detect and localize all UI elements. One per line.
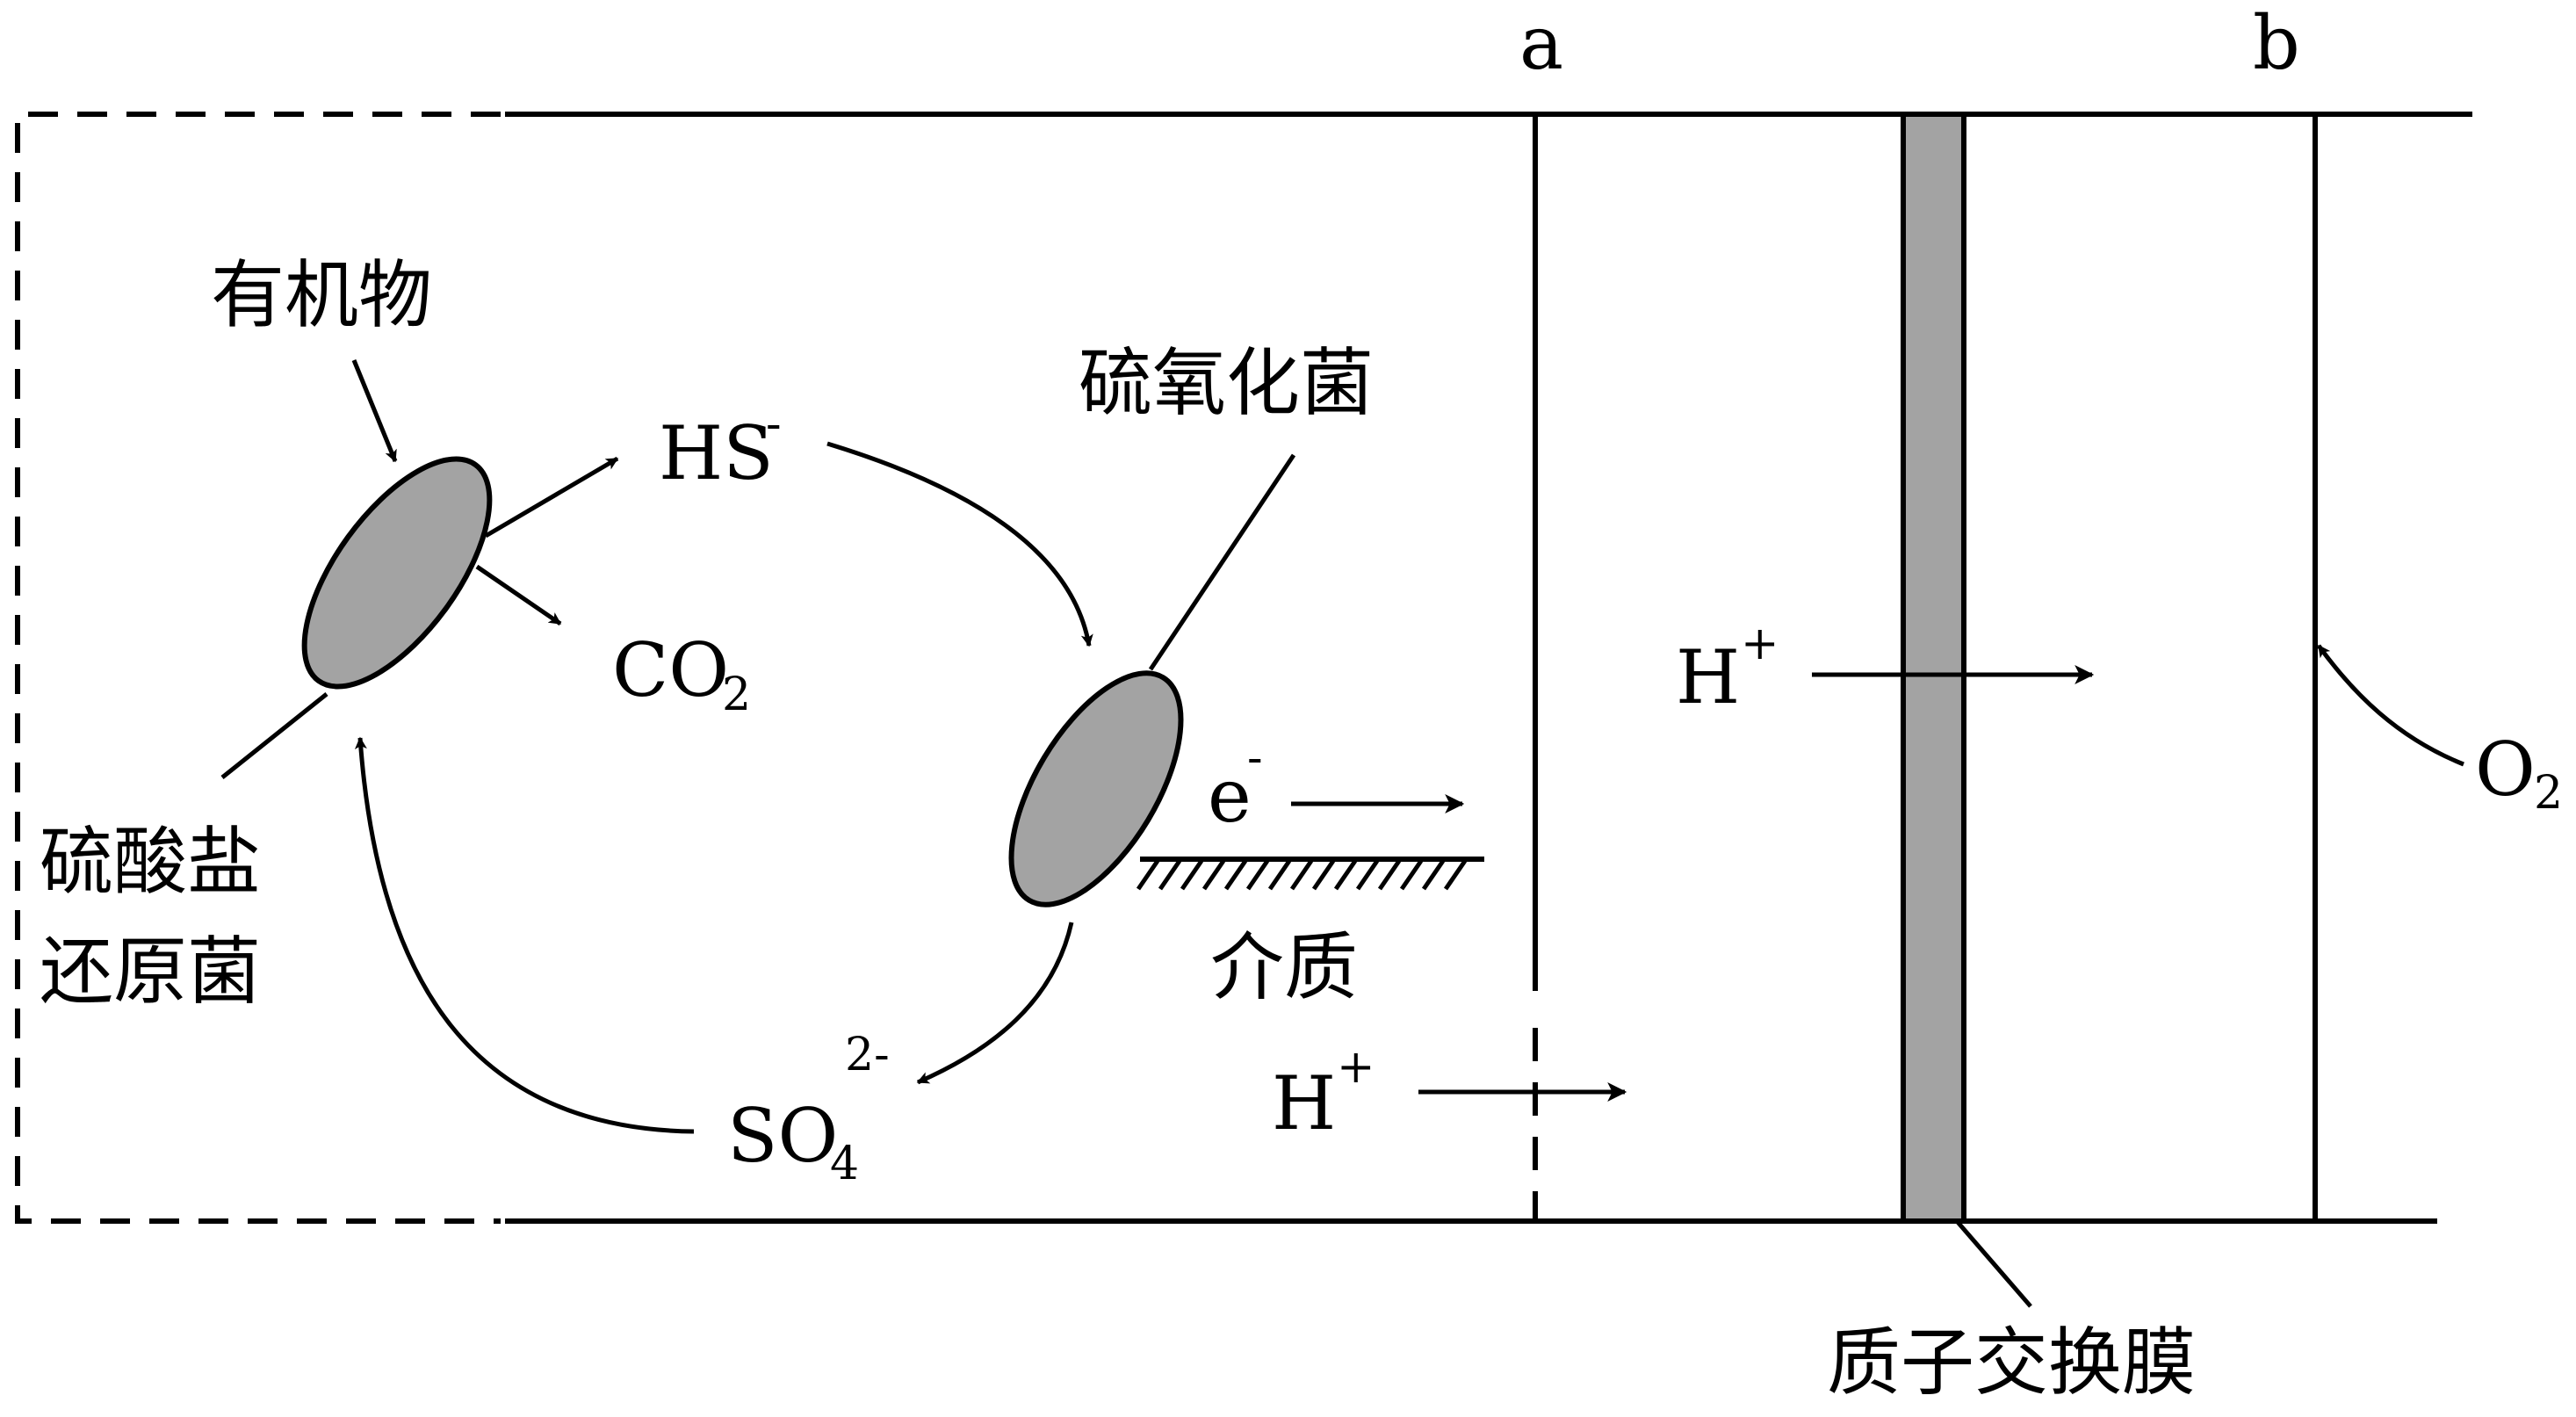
svg-text:-: - bbox=[766, 398, 782, 451]
anode-compartment-boundary bbox=[15, 112, 501, 1224]
svg-text:+: + bbox=[1741, 618, 1779, 670]
svg-text:e: e bbox=[1208, 753, 1252, 839]
label-proton-left: H + bbox=[1272, 1041, 1375, 1146]
sulfur-oxidizing-bacterium bbox=[1008, 670, 1184, 907]
membrane-pointer bbox=[1955, 1219, 2032, 1308]
proton-exchange-membrane bbox=[1901, 112, 1966, 1224]
medium-hatch-mark bbox=[1136, 859, 1160, 891]
arrow-oxidizer-to-so4 bbox=[916, 922, 1074, 1085]
sulfate-reducing-bacterium bbox=[301, 456, 493, 690]
svg-text:2-: 2- bbox=[845, 1029, 890, 1081]
label-co2: CO 2 bbox=[612, 627, 751, 721]
svg-text:H: H bbox=[1272, 1060, 1336, 1146]
label-electrode-b: b bbox=[2253, 0, 2300, 86]
arrow-so4-to-reducer bbox=[354, 736, 695, 1134]
label-so4: SO 4 2- bbox=[727, 1029, 890, 1190]
svg-text:HS: HS bbox=[659, 410, 774, 496]
medium-hatch-mark bbox=[1223, 859, 1248, 891]
arrow-organic-to-bacterium bbox=[351, 359, 398, 463]
arrow-bacterium-to-hs bbox=[484, 456, 619, 539]
svg-text:CO: CO bbox=[612, 627, 729, 713]
svg-text:H: H bbox=[1676, 634, 1740, 720]
label-hs: HS - bbox=[659, 398, 782, 496]
medium-hatch-mark bbox=[1311, 859, 1336, 891]
medium-hatch-mark bbox=[1333, 859, 1358, 891]
svg-text:SO: SO bbox=[727, 1093, 838, 1179]
arrow-hs-to-oxidizer bbox=[826, 441, 1093, 647]
medium-hatch-mark bbox=[1289, 859, 1314, 891]
svg-text:-: - bbox=[1247, 732, 1263, 784]
label-sulfate-reducer-line1: 硫酸盐 bbox=[40, 819, 261, 905]
medium-hatch-mark bbox=[1377, 859, 1402, 891]
medium-hatch-mark bbox=[1245, 859, 1270, 891]
medium-hatch-mark bbox=[1399, 859, 1424, 891]
medium-hatch-mark bbox=[1267, 859, 1292, 891]
medium-hatch-mark bbox=[1201, 859, 1226, 891]
medium-hatch-mark bbox=[1421, 859, 1446, 891]
label-electron: e - bbox=[1208, 732, 1263, 839]
label-proton-right: H + bbox=[1676, 618, 1779, 720]
svg-text:2: 2 bbox=[2534, 767, 2563, 820]
label-sulfate-reducer-line2: 还原菌 bbox=[40, 929, 261, 1015]
label-electrode-a: a bbox=[1519, 0, 1563, 86]
arrow-o2-to-electrode-b bbox=[2316, 644, 2464, 767]
medium-hatch-mark bbox=[1355, 859, 1380, 891]
arrow-bacterium-to-co2 bbox=[475, 564, 562, 626]
medium-hatch-mark bbox=[1180, 859, 1204, 891]
label-sulfur-oxidizer: 硫氧化菌 bbox=[1079, 340, 1374, 426]
medium-hatch-mark bbox=[1443, 859, 1468, 891]
svg-text:4: 4 bbox=[830, 1138, 859, 1190]
medium-hatch-mark bbox=[1158, 859, 1182, 891]
label-organic-matter: 有机物 bbox=[211, 252, 432, 338]
svg-text:+: + bbox=[1337, 1041, 1375, 1094]
label-o2: O 2 bbox=[2475, 727, 2563, 820]
label-membrane: 质子交换膜 bbox=[1827, 1319, 2196, 1406]
sulfate-reducer-pointer bbox=[220, 692, 328, 779]
medium-surface bbox=[1136, 857, 1484, 891]
svg-text:O: O bbox=[2475, 727, 2536, 813]
svg-text:2: 2 bbox=[722, 669, 751, 721]
label-medium: 介质 bbox=[1210, 924, 1358, 1010]
sulfur-oxidizer-pointer bbox=[1148, 453, 1296, 671]
